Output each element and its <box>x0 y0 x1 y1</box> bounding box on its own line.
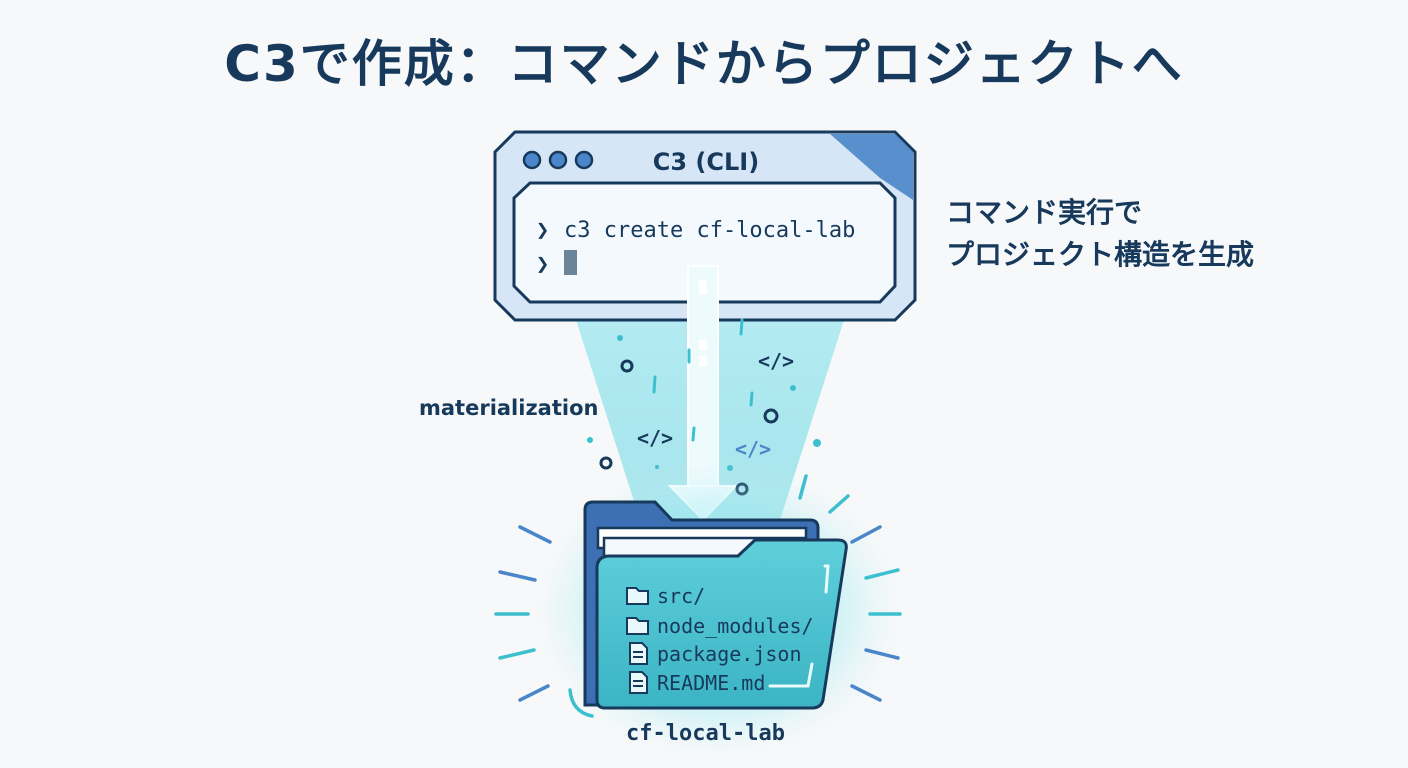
side-note-line: プロジェクト構造を生成 <box>946 238 1255 271</box>
folder-icon <box>626 587 649 605</box>
window-dot-icon <box>574 150 594 170</box>
window-dot-icon <box>548 150 568 170</box>
file-list-item: package.json <box>657 642 802 666</box>
prompt-symbol: ❯ <box>536 218 549 243</box>
prompt-symbol: ❯ <box>536 252 549 277</box>
sparkle-rays <box>494 474 902 718</box>
terminal-command: c3 create cf-local-lab <box>564 218 855 243</box>
terminal-window: C3 (CLI) ❯ c3 create cf-local-lab ❯ <box>493 130 917 322</box>
file-icon <box>629 642 648 665</box>
file-list-item: README.md <box>657 671 765 695</box>
terminal-cursor <box>564 250 577 275</box>
side-note: コマンド実行で プロジェクト構造を生成 <box>946 192 1254 276</box>
side-note-line: コマンド実行で <box>946 196 1143 229</box>
code-tag-icon: </> <box>758 349 794 373</box>
window-dot-icon <box>522 150 542 170</box>
file-list-item: src/ <box>657 584 705 608</box>
code-tag-icon: </> <box>735 437 771 461</box>
folder-icon <box>626 617 649 635</box>
code-tag-icon: </> <box>637 426 673 450</box>
folder-name-label: cf-local-lab <box>626 721 785 746</box>
terminal-window-title: C3 (CLI) <box>653 148 759 176</box>
materialization-label: materialization <box>419 396 599 420</box>
file-icon <box>629 671 648 694</box>
page-title: C3で作成：コマンドからプロジェクトへ <box>224 35 1184 93</box>
file-list-item: node_modules/ <box>657 614 814 638</box>
